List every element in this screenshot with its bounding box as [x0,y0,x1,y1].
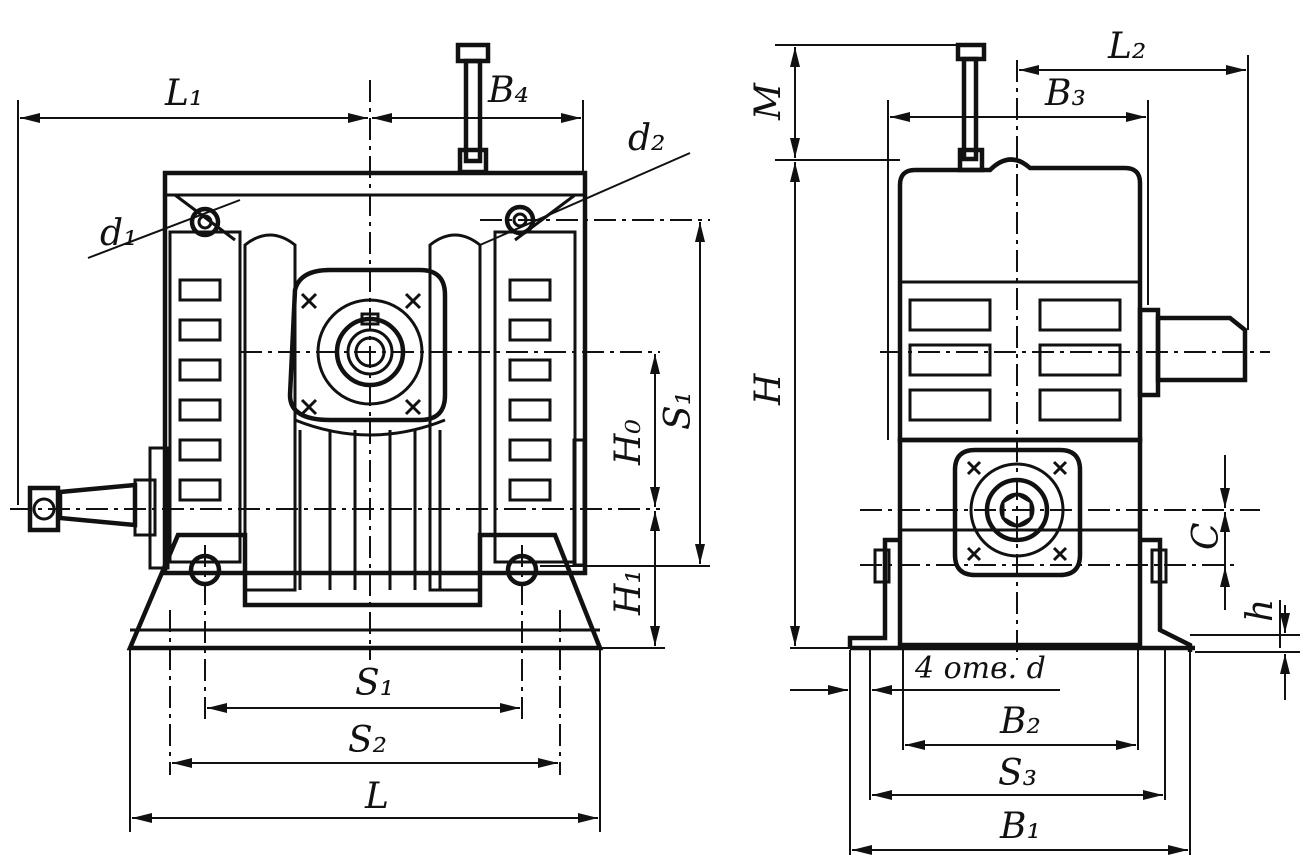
side-view: M L₂ B₃ H C h 4 отв. d B₂ S₃ B₁ [748,26,1300,855]
label-S1: S₁ [355,663,394,704]
label-B3: B₃ [1044,73,1086,114]
label-M: M [748,82,789,121]
label-S2: S₂ [348,720,387,761]
breather-plug [455,42,491,175]
label-H: H [748,373,789,406]
front-view: L₁ B₄ d₁ d₂ H₀ S₁ H₁ S₁ S₂ L [10,42,710,832]
label-B4: B₄ [487,70,529,111]
label-B2: B₂ [999,701,1041,742]
label-holes: 4 отв. d [914,651,1046,686]
cooling-fins-right [508,278,552,502]
label-L1: L₁ [164,73,203,114]
label-C: C [1186,522,1227,550]
label-H0: H₀ [608,419,649,466]
label-d1: d₁ [100,213,137,254]
cooling-fins-left [178,278,222,502]
label-L2: L₂ [1107,26,1146,67]
label-h: h [1240,599,1281,622]
label-S3: S₃ [998,753,1037,794]
label-L: L [364,776,389,817]
label-S1-vertical: S₁ [658,391,699,430]
label-H1: H₁ [608,569,649,616]
label-d2: d₂ [628,118,665,159]
label-B1: B₁ [999,806,1041,847]
